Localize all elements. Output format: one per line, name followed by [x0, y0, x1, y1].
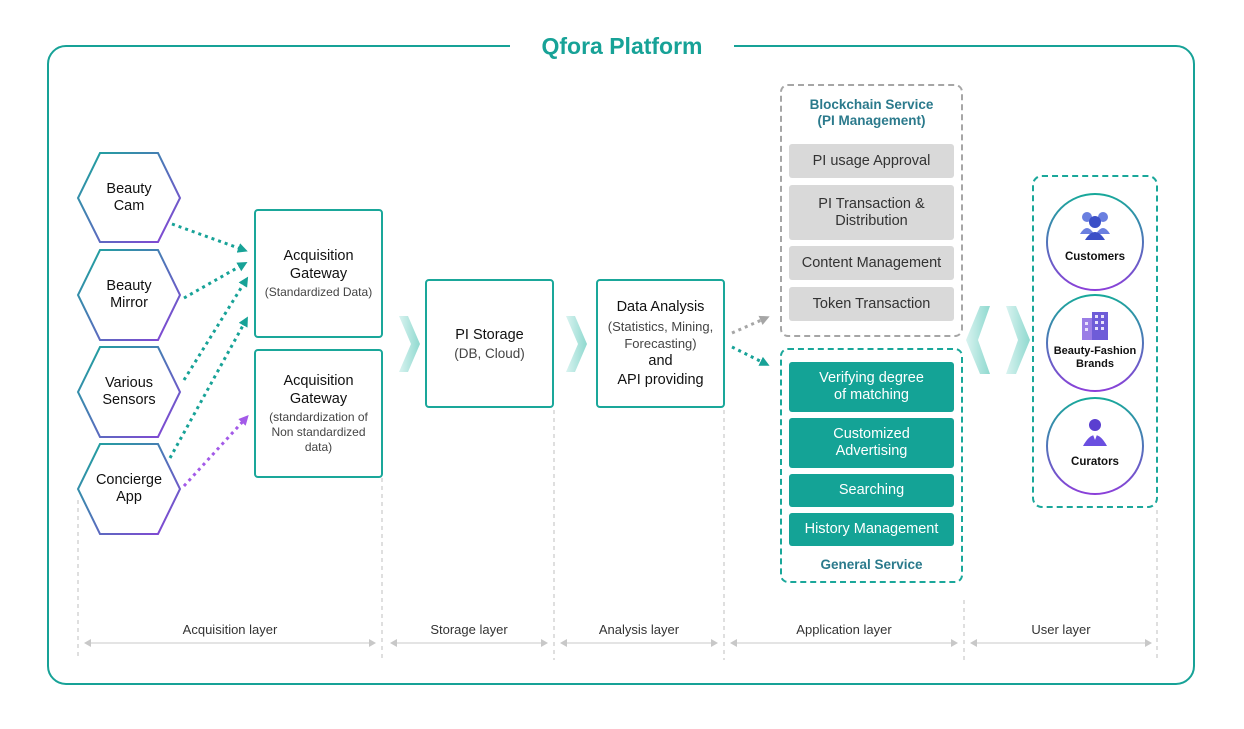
analysis-extra: and API providing [617, 352, 704, 388]
arrow-app-to-gateway-2 [182, 415, 249, 488]
blockchain-item-pi-usage-approval: PI usage Approval [789, 144, 954, 178]
storage-title: PI Storage [455, 327, 524, 343]
blockchain-service-box [780, 84, 963, 337]
user-layer-box [1032, 175, 1158, 508]
hexagon-concierge-app [76, 443, 182, 535]
acquisition-gateway-standardized: Acquisition Gateway (Standardized Data) [254, 209, 383, 338]
layer-guides [77, 410, 1158, 660]
general-service-title: General Service [820, 557, 923, 572]
platform-title: Qfora Platform [510, 28, 734, 64]
gateway-title: Acquisition Gateway [283, 248, 354, 282]
blockchain-item-label: PI Transaction & Distribution [818, 195, 925, 229]
arrow-app-to-gateway [168, 316, 248, 459]
data-analysis: Data Analysis (Statistics, Mining, Forec… [596, 279, 725, 408]
hexagon-beauty-cam [76, 152, 182, 243]
layer-label-acquisition: Acquisition layer [160, 622, 300, 637]
blockchain-item-label: PI usage Approval [812, 152, 931, 169]
source-beauty-mirror: Beauty Mirror [78, 250, 180, 340]
chevron-app-to-user-right [1006, 306, 1030, 374]
chevron-gateway-to-storage [399, 316, 420, 372]
circle-customers [1046, 193, 1144, 291]
user-brands-label: Beauty-Fashion Brands [1053, 345, 1137, 370]
source-label: Concierge App [95, 472, 163, 505]
source-concierge-app: Concierge App [78, 444, 180, 534]
general-item-label: Customized Advertising [833, 426, 910, 459]
source-label: Various Sensors [102, 375, 156, 408]
general-item-advertising: Customized Advertising [789, 418, 954, 468]
user-curators-label: Curators [1071, 456, 1119, 468]
general-item-searching: Searching [789, 474, 954, 507]
general-item-label: History Management [804, 521, 939, 537]
blockchain-item-label: Token Transaction [812, 295, 931, 312]
blockchain-item-label: Content Management [801, 254, 942, 271]
source-various-sensors: Various Sensors [78, 347, 180, 437]
general-item-verifying: Verifying degree of matching [789, 362, 954, 412]
layer-span-arrowheads [84, 639, 1152, 647]
layer-label-analysis: Analysis layer [579, 622, 699, 637]
arrow-cam-to-gateway [171, 222, 248, 253]
analysis-subtitle: (Statistics, Mining, Forecasting) [607, 318, 714, 351]
circle-brands [1046, 294, 1144, 392]
general-item-label: Searching [838, 482, 905, 498]
analysis-title: Data Analysis [616, 298, 705, 315]
layer-label-application: Application layer [774, 622, 914, 637]
user-customers-label: Customers [1064, 251, 1126, 263]
source-label: Beauty Mirror [106, 278, 152, 311]
blockchain-item-content-management: Content Management [789, 246, 954, 280]
acquisition-gateway-non-standardized: Acquisition Gateway (standardization of … [254, 349, 383, 478]
general-item-label: Verifying degree of matching [819, 370, 924, 403]
storage-subtitle: (DB, Cloud) [454, 346, 525, 361]
hexagon-beauty-mirror [76, 249, 182, 341]
pi-storage: PI Storage (DB, Cloud) [425, 279, 554, 408]
blockchain-item-token-transaction: Token Transaction [789, 287, 954, 321]
layer-label-storage: Storage layer [409, 622, 529, 637]
layer-label-user: User layer [1011, 622, 1111, 637]
customers-icon [1080, 212, 1110, 240]
arrow-sensors-to-gateway [182, 276, 249, 381]
arrow-mirror-to-gateway [183, 262, 248, 300]
gateway-subtitle: (standardization of Non standardized dat… [269, 410, 368, 454]
hexagon-various-sensors [76, 346, 182, 438]
chevron-app-to-user-left [966, 306, 990, 374]
curator-icon [1083, 419, 1107, 446]
blockchain-service-title: Blockchain Service (PI Management) [809, 97, 934, 128]
gateway-title: Acquisition Gateway [283, 373, 354, 407]
source-label: Beauty Cam [106, 180, 152, 214]
arrow-analysis-to-general [731, 345, 770, 366]
arrow-analysis-to-blockchain [731, 315, 770, 335]
general-item-history: History Management [789, 513, 954, 546]
building-icon [1082, 312, 1108, 340]
source-beauty-cam: Beauty Cam [78, 153, 180, 242]
gateway-subtitle: (Standardized Data) [264, 285, 373, 299]
general-service-box [780, 348, 963, 583]
blockchain-item-pi-transaction: PI Transaction & Distribution [789, 185, 954, 240]
chevron-storage-to-analysis [566, 316, 587, 372]
